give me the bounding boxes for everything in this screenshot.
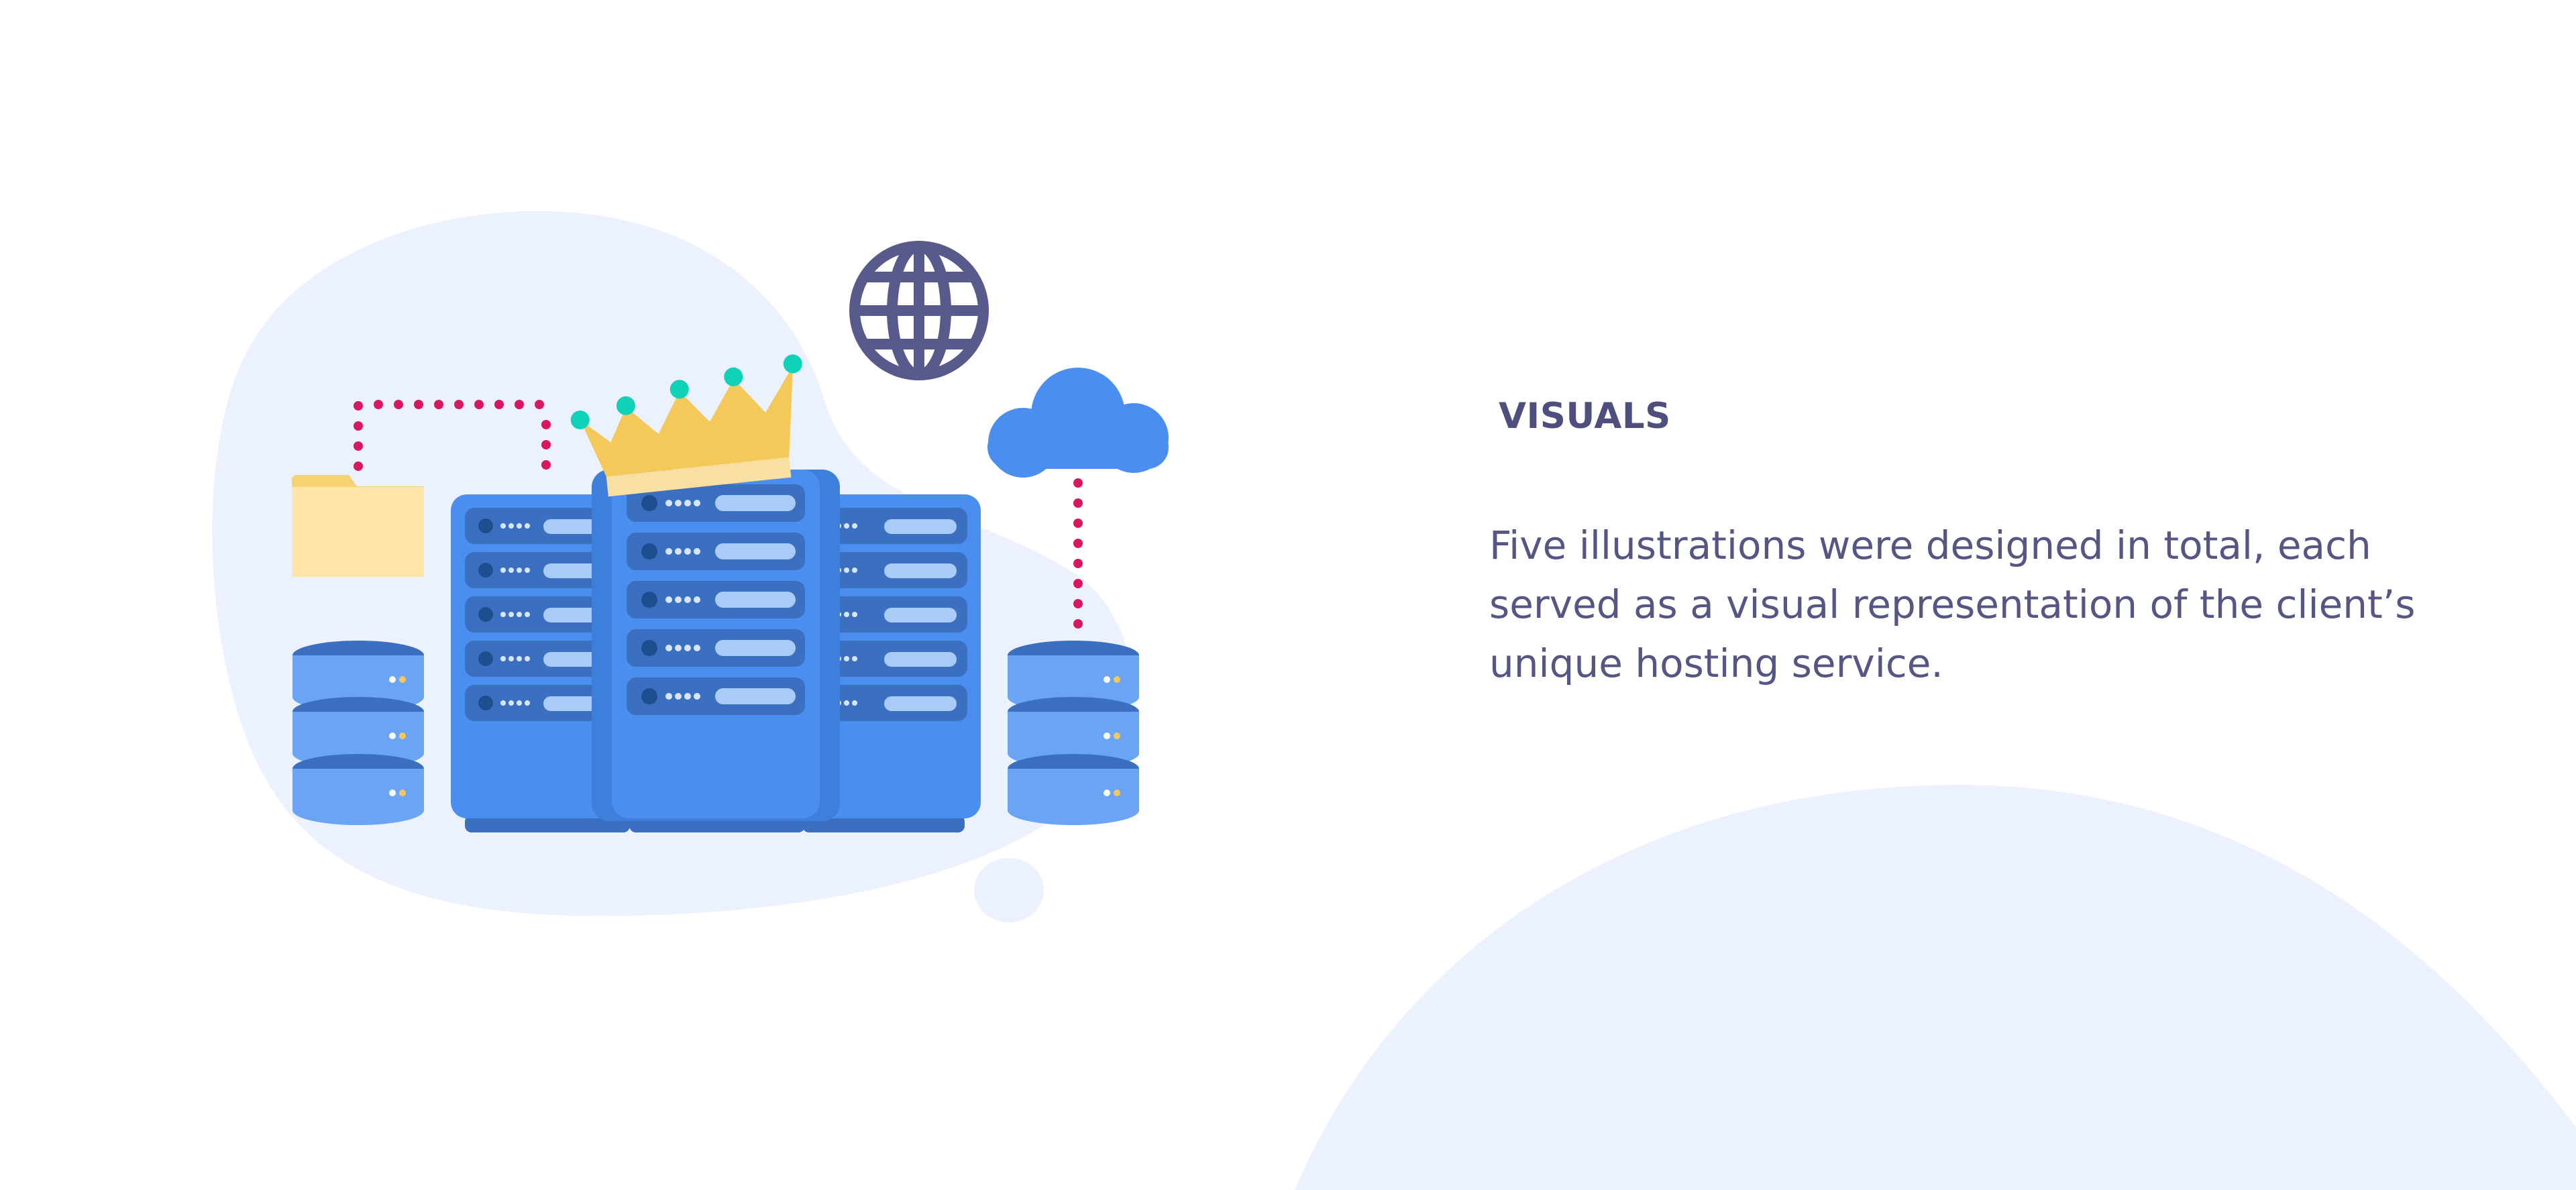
database-icon-right [1008, 641, 1139, 825]
dotted-connector-right [1073, 478, 1083, 629]
hosting-illustration [212, 211, 1169, 922]
section-heading: VISUALS [1499, 396, 1671, 437]
small-blob [974, 858, 1044, 922]
globe-icon [849, 241, 989, 380]
dotted-connector-left [354, 400, 551, 471]
cloud-icon [987, 368, 1169, 478]
visuals-section: VISUALS Five illustrations were designed… [1489, 396, 2469, 693]
server-rack-icon [451, 470, 981, 832]
section-description: Five illustrations were designed in tota… [1489, 523, 2416, 686]
database-icon-left [292, 641, 424, 825]
crown-icon [570, 354, 802, 497]
folder-icon [292, 475, 424, 577]
